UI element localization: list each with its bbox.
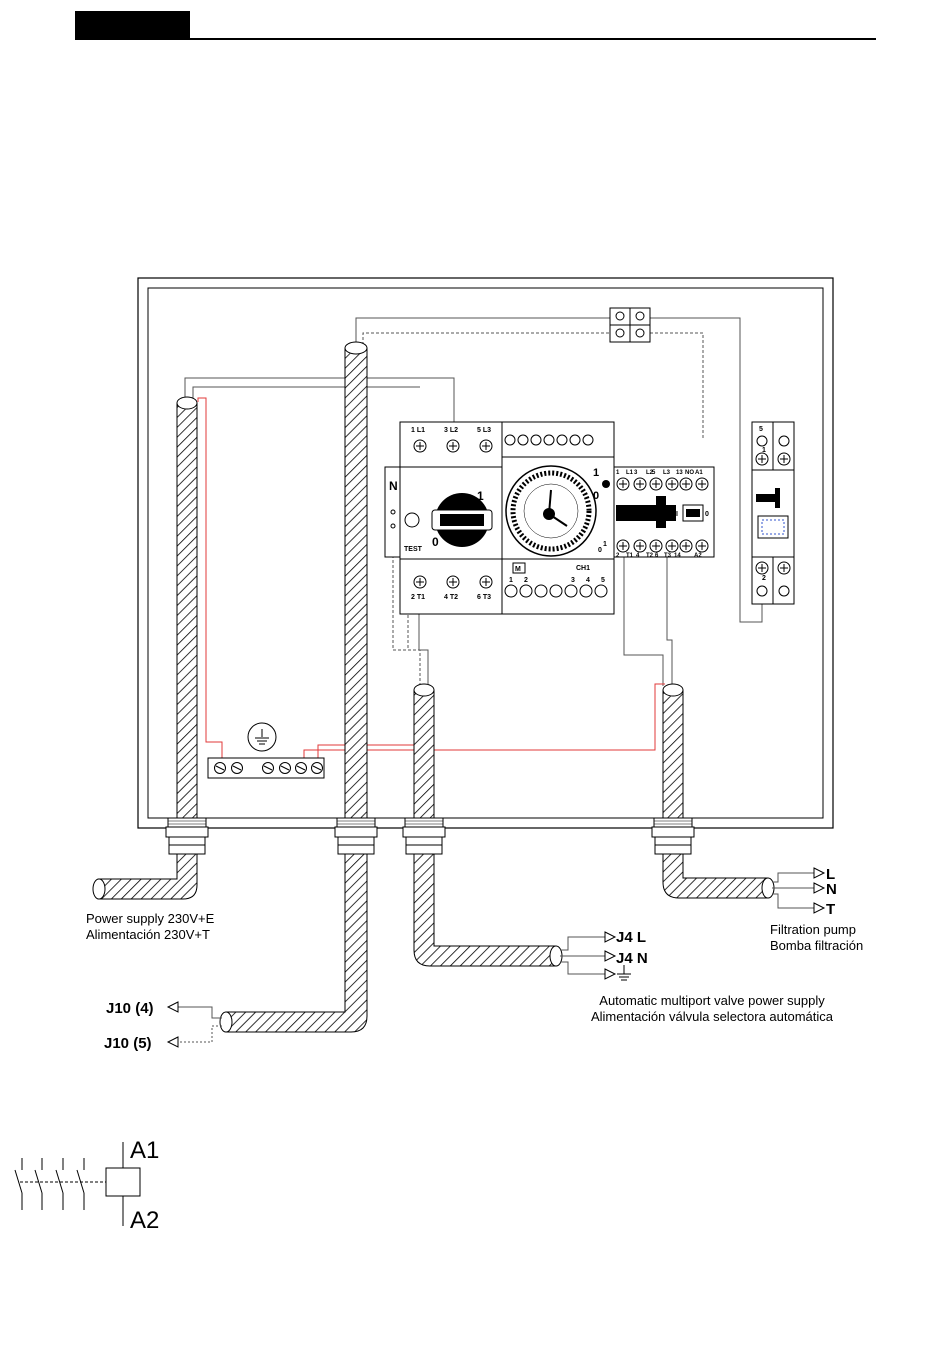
timer-terminal-label: 5 (601, 577, 605, 584)
j4n-label: J4 N (616, 950, 648, 967)
external-cable-pump (662, 853, 775, 899)
contactor-top-label: NO (685, 470, 694, 476)
power-caption-es: Alimentación 230V+T (86, 927, 210, 942)
pump-caption-en: Filtration pump (770, 922, 856, 937)
j10-arrows (166, 1001, 179, 1048)
timer-terminal-label: 3 (571, 577, 575, 584)
contactor-top-label: L1 (626, 470, 634, 476)
earth-terminal-strip (207, 722, 325, 779)
coil-a2-label: A2 (130, 1207, 159, 1234)
cable-valve (413, 683, 435, 819)
contactor-bottom-label: A2 (694, 553, 702, 559)
gland-pump (651, 817, 695, 855)
contactor-top-label: 3 (634, 470, 638, 476)
external-cable-j10 (219, 853, 368, 1033)
contactor-top-label: 13 (676, 470, 683, 476)
contactor: I 0 (613, 466, 715, 558)
contactor-bottom-label: T2 (646, 553, 654, 559)
contactor-top-label: L2 (646, 470, 654, 476)
internal-wires (184, 317, 763, 686)
external-cable-valve (413, 853, 563, 967)
valve-caption-en: Automatic multiport valve power supply (599, 993, 825, 1008)
timer-terminal-label: 2 (524, 577, 528, 584)
breaker-top-label: 5 L3 (477, 427, 491, 434)
contactor-bottom-label: T3 (664, 553, 672, 559)
junction-block (609, 307, 651, 343)
contactor-bottom-label: T1 (626, 553, 634, 559)
contactor-bottom-label: 6 (655, 553, 659, 559)
enclosure-inner (147, 287, 824, 819)
breaker-bottom-label: 4 T2 (444, 594, 458, 601)
switch-mid-label: 1 (762, 447, 766, 454)
cable-pump (662, 683, 684, 819)
test-button[interactable] (404, 512, 420, 528)
timer-on-label: 1 (593, 467, 599, 479)
breaker-top-label: 3 L2 (444, 427, 458, 434)
j10-wires (178, 1006, 222, 1043)
pump-t-label: T (826, 901, 835, 918)
motor-label: M (515, 566, 521, 573)
timer-off-label: 0 (593, 490, 599, 502)
ch1-label: CH1 (576, 565, 590, 572)
knob-on-label: 1 (477, 489, 484, 503)
breaker-top-label: 1 L1 (411, 427, 425, 434)
neutral-label: N (389, 479, 398, 493)
contactor-bottom-label: 14 (674, 553, 681, 559)
gland-valve (402, 817, 446, 855)
rotary-knob[interactable] (431, 493, 493, 547)
enclosure-outer (137, 277, 834, 829)
pump-wires (772, 872, 814, 909)
pump-arrows (813, 867, 826, 914)
valve-earth-symbol (617, 965, 631, 981)
contactor-top-label: 1 (616, 470, 620, 476)
timer-small-label: 1 (603, 541, 607, 548)
breaker-bottom-label: 2 T1 (411, 594, 425, 601)
valve-wires (560, 936, 605, 975)
contactor-top-label: L3 (663, 470, 671, 476)
timer-terminal-label: 4 (586, 577, 590, 584)
header-tab (75, 11, 190, 39)
pump-n-label: N (826, 881, 837, 898)
valve-caption-es: Alimentación válvula selectora automátic… (591, 1009, 834, 1024)
contactor-top-label: 5 (652, 470, 656, 476)
knob-off-label: 0 (432, 535, 439, 549)
timer-small-label: 0 (598, 547, 602, 554)
j10-5-label: J10 (5) (104, 1035, 152, 1052)
handle-off-label: 0 (705, 511, 709, 518)
cable-power-in (176, 396, 198, 819)
contactor-top-label: A1 (695, 470, 703, 476)
pump-l-label: L (826, 866, 835, 883)
gland-power (165, 817, 209, 855)
valve-arrows (604, 931, 617, 980)
motor-breaker: N TEST 1 L1 3 L2 5 L3 2 T1 4 T2 6 T3 1 0 (384, 421, 503, 615)
selector-switch: 5 1 2 (751, 421, 795, 605)
gland-j10 (334, 817, 378, 855)
contactor-bottom-label: 4 (636, 553, 640, 559)
test-label: TEST (404, 546, 423, 553)
breaker-bottom-label: 6 T3 (477, 594, 491, 601)
j4l-label: J4 L (616, 929, 646, 946)
pump-caption-es: Bomba filtración (770, 938, 863, 953)
switch-top-label: 5 (759, 426, 763, 433)
contactor-labels: 1 L1 3 L2 5 L3 13 NO A1 2 T1 4 T2 6 T3 1… (616, 470, 703, 559)
coil-a1-label: A1 (130, 1137, 159, 1164)
cable-j10 (344, 341, 368, 819)
switch-bottom-label: 2 (762, 575, 766, 582)
timer-module: 1 0 0 1 M CH1 1 2 3 4 5 (501, 421, 615, 615)
external-cable-power (92, 853, 198, 900)
j10-4-label: J10 (4) (106, 1000, 154, 1017)
timer-terminal-label: 1 (509, 577, 513, 584)
power-caption-en: Power supply 230V+E (86, 911, 215, 926)
handle-on-label: I (676, 511, 678, 518)
coil-symbol (14, 1142, 141, 1226)
contactor-bottom-label: 2 (616, 553, 620, 559)
